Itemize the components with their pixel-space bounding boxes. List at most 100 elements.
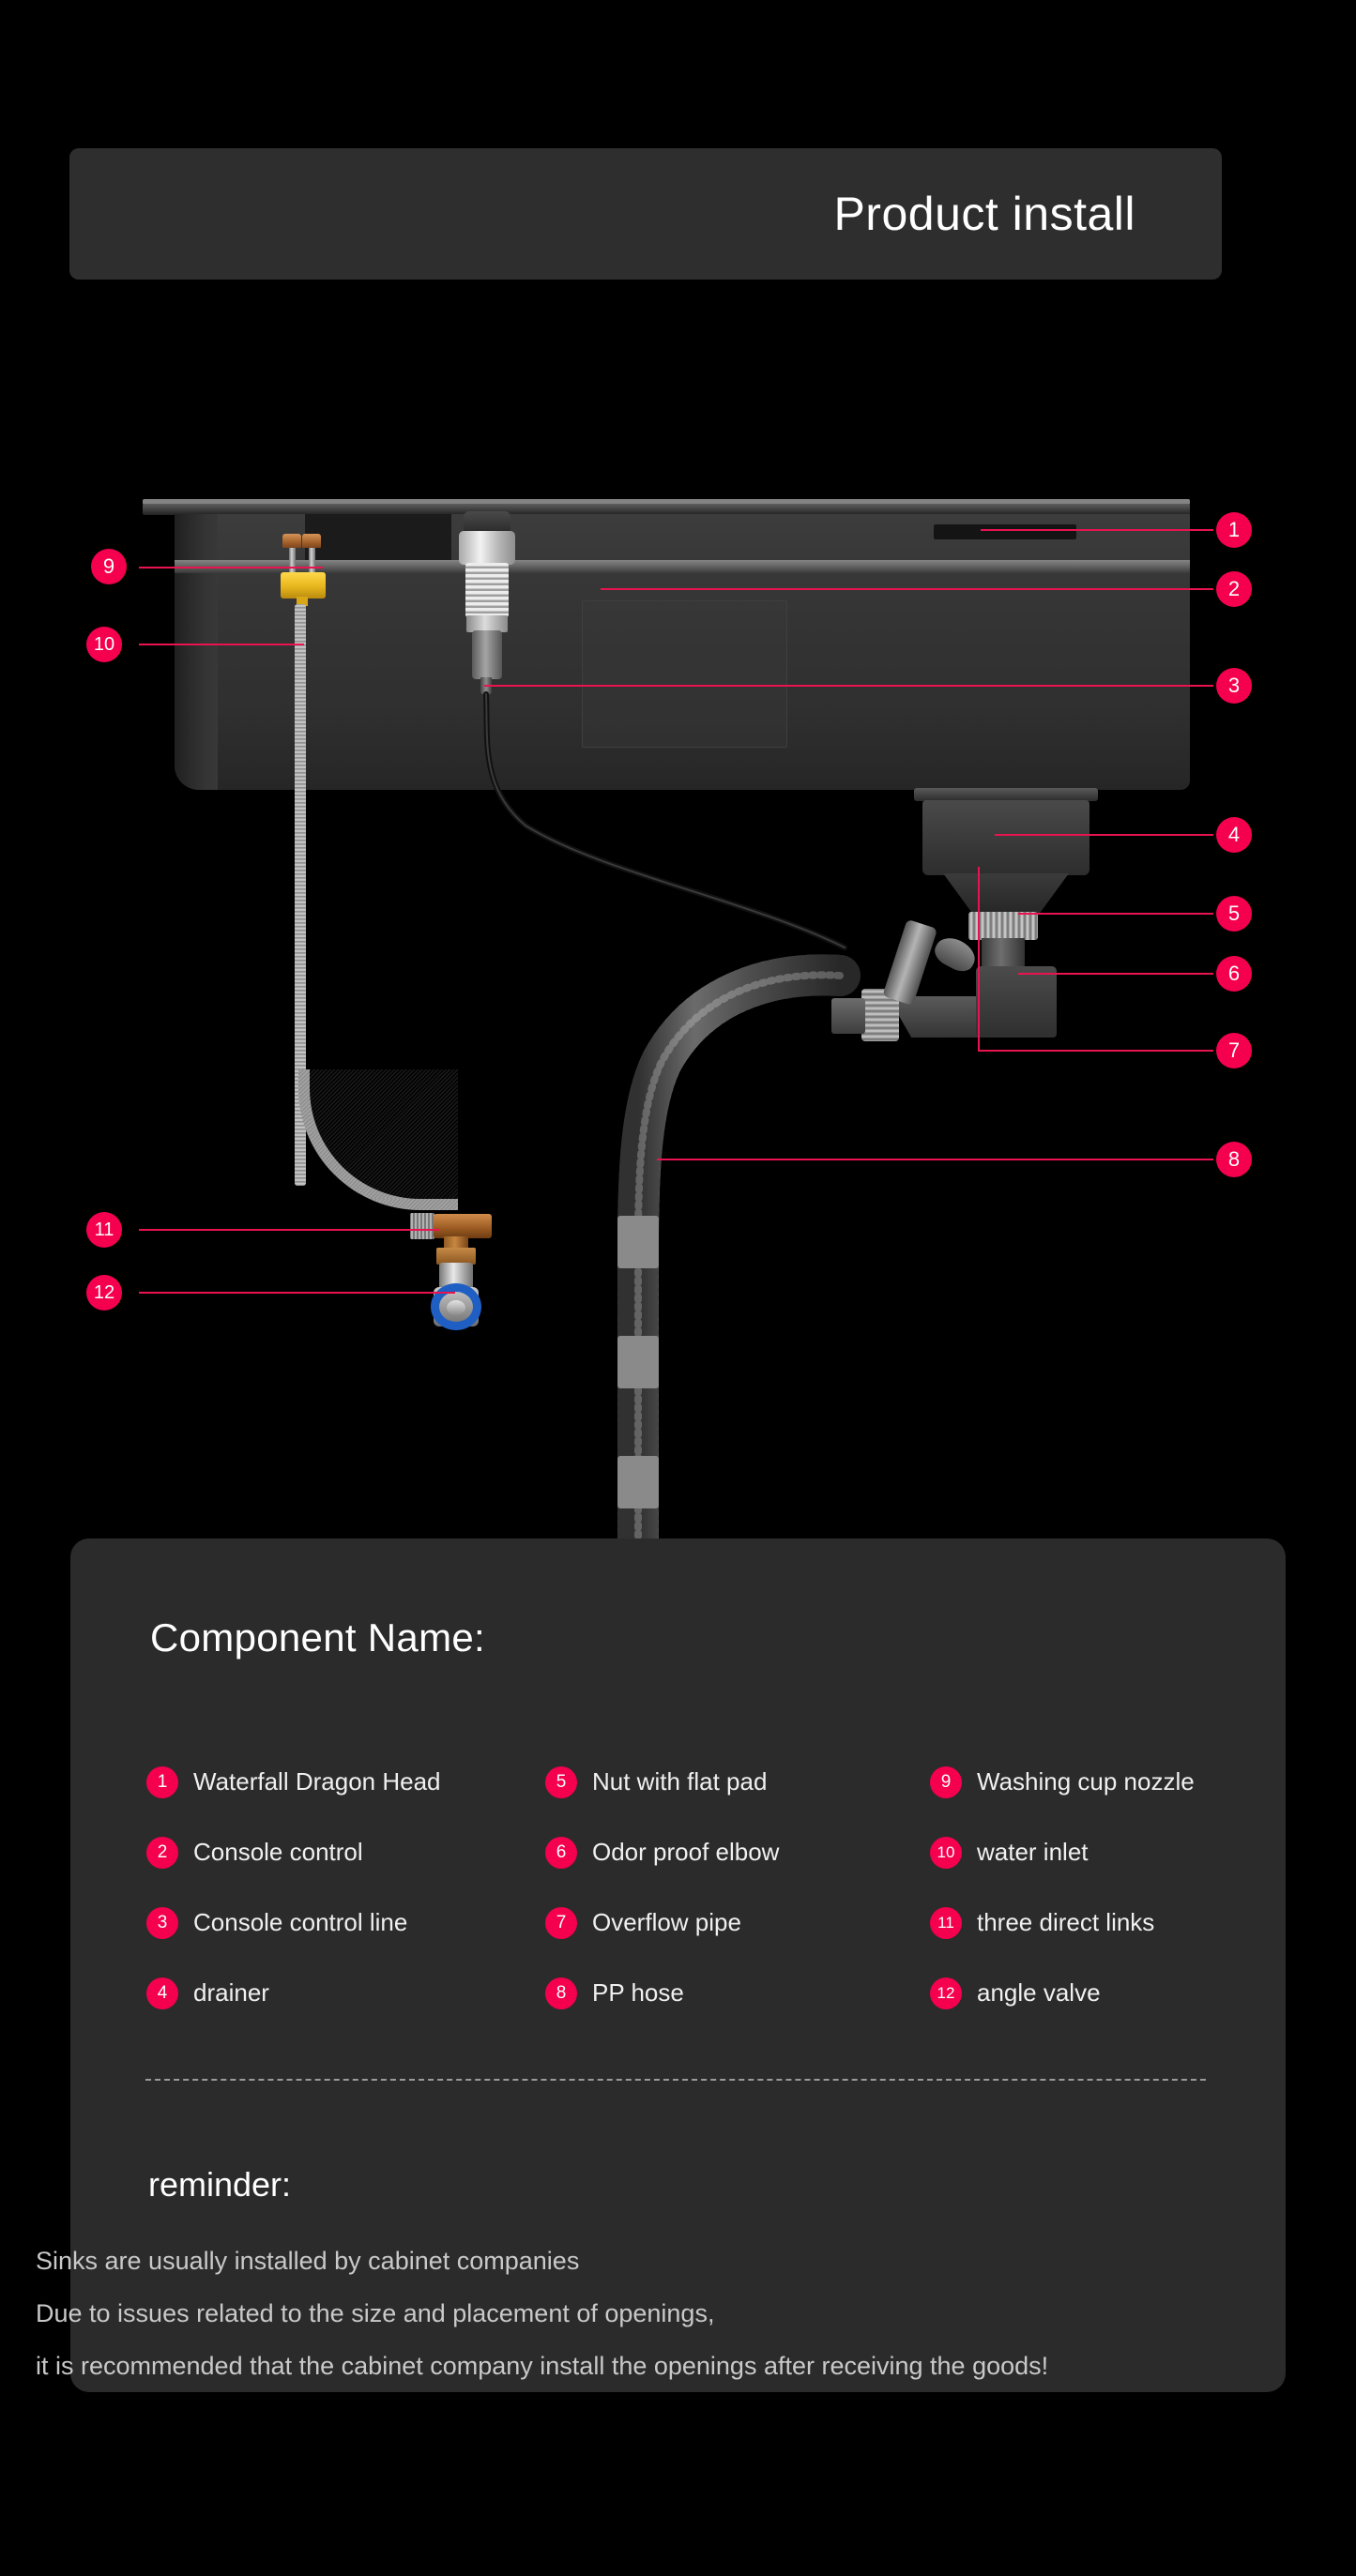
drainer-cone — [943, 873, 1069, 915]
console-control-collar — [459, 531, 515, 565]
angle-valve-handle — [431, 1283, 481, 1330]
legend-label-1: Waterfall Dragon Head — [193, 1767, 441, 1796]
leader-line-10 — [139, 644, 304, 645]
callout-badge-5[interactable]: 5 — [1216, 896, 1252, 932]
callout-badge-9[interactable]: 9 — [91, 549, 127, 584]
legend-label-10: water inlet — [977, 1838, 1089, 1866]
leader-line-9 — [139, 567, 323, 568]
sink-rim — [143, 504, 1190, 515]
sink-access-panel — [582, 600, 787, 748]
drainer-flange — [914, 788, 1098, 801]
legend-item-2[interactable]: 2 Console control — [146, 1836, 545, 1869]
legend-label-2: Console control — [193, 1838, 363, 1866]
legend-item-7[interactable]: 7 Overflow pipe — [545, 1906, 930, 1939]
washing-cup-nozzle-cap-left — [282, 534, 301, 548]
callout-badge-1[interactable]: 1 — [1216, 512, 1252, 548]
legend-badge-7: 7 — [545, 1906, 577, 1939]
legend-item-3[interactable]: 3 Console control line — [146, 1906, 545, 1939]
page-title: Product install — [833, 188, 1135, 240]
water-inlet-hose — [295, 604, 306, 1186]
drainer-basket — [922, 800, 1089, 875]
legend-badge-3: 3 — [146, 1906, 178, 1939]
legend-badge-9: 9 — [930, 1765, 962, 1798]
odor-proof-elbow-stub — [831, 998, 865, 1034]
washing-cup-nozzle-cap-right — [302, 534, 321, 548]
legend-label-7: Overflow pipe — [592, 1908, 741, 1936]
legend-badge-1: 1 — [146, 1765, 178, 1798]
callout-badge-10[interactable]: 10 — [86, 627, 122, 662]
callout-badge-6[interactable]: 6 — [1216, 956, 1252, 992]
legend-item-9[interactable]: 9 Washing cup nozzle — [930, 1765, 1282, 1798]
legend-label-3: Console control line — [193, 1908, 408, 1936]
callout-badge-3[interactable]: 3 — [1216, 668, 1252, 704]
three-direct-links-nut — [410, 1213, 434, 1239]
leader-line-6 — [1018, 973, 1213, 975]
legend-badge-8: 8 — [545, 1977, 577, 2009]
legend-label-9: Washing cup nozzle — [977, 1767, 1195, 1796]
legend-item-10[interactable]: 10 water inlet — [930, 1836, 1282, 1869]
drainer-neck — [982, 938, 1025, 970]
legend-label-8: PP hose — [592, 1978, 684, 2007]
component-name-heading: Component Name: — [150, 1615, 486, 1659]
reminder-body: Sinks are usually installed by cabinet c… — [36, 2235, 1349, 2392]
faucet-mount-slot — [934, 524, 1076, 539]
component-legend: 1 Waterfall Dragon Head 5 Nut with flat … — [146, 1747, 1282, 2028]
reminder-line-1: Sinks are usually installed by cabinet c… — [36, 2247, 580, 2275]
legend-badge-5: 5 — [545, 1765, 577, 1798]
legend-label-12: angle valve — [977, 1978, 1101, 2007]
leader-line-11 — [139, 1229, 439, 1231]
component-info-panel — [70, 1538, 1286, 2392]
leader-line-8 — [657, 1159, 1213, 1160]
header-banner: Product install — [69, 148, 1222, 280]
legend-badge-6: 6 — [545, 1836, 577, 1869]
callout-badge-12[interactable]: 12 — [86, 1275, 122, 1311]
leader-line-5 — [1018, 913, 1213, 915]
leader-line-12 — [139, 1292, 455, 1294]
overflow-pipe — [882, 918, 938, 1007]
water-inlet-hose-bend — [298, 1069, 458, 1210]
reminder-line-3: it is recommended that the cabinet compa… — [36, 2352, 1049, 2380]
legend-badge-10: 10 — [930, 1836, 962, 1869]
console-control-threads — [465, 563, 509, 617]
legend-item-4[interactable]: 4 drainer — [146, 1977, 545, 2009]
leader-line-7-vertical — [978, 867, 980, 1051]
legend-badge-11: 11 — [930, 1906, 962, 1939]
sink-notch — [305, 514, 451, 560]
washing-cup-nozzle-fitting — [281, 572, 326, 599]
leader-line-3 — [484, 685, 1213, 687]
section-divider — [145, 2079, 1206, 2081]
legend-item-12[interactable]: 12 angle valve — [930, 1977, 1282, 2009]
three-direct-links-lower-nut — [436, 1248, 476, 1265]
three-direct-links-body — [434, 1214, 492, 1238]
console-control-band — [466, 615, 508, 632]
callout-badge-2[interactable]: 2 — [1216, 571, 1252, 607]
legend-label-5: Nut with flat pad — [592, 1767, 768, 1796]
legend-item-8[interactable]: 8 PP hose — [545, 1977, 930, 2009]
leader-line-2 — [601, 588, 1213, 590]
sink-ledge — [175, 560, 1190, 573]
legend-label-4: drainer — [193, 1978, 269, 2007]
nut-with-flat-pad — [968, 912, 1038, 940]
console-control-top — [464, 511, 510, 532]
legend-item-11[interactable]: 11 three direct links — [930, 1906, 1282, 1939]
legend-badge-2: 2 — [146, 1836, 178, 1869]
leader-line-7 — [978, 1050, 1213, 1052]
reminder-line-2: Due to issues related to the size and pl… — [36, 2299, 715, 2327]
callout-badge-11[interactable]: 11 — [86, 1212, 122, 1248]
callout-badge-7[interactable]: 7 — [1216, 1033, 1252, 1068]
legend-item-6[interactable]: 6 Odor proof elbow — [545, 1836, 930, 1869]
callout-badge-4[interactable]: 4 — [1216, 817, 1252, 853]
legend-badge-4: 4 — [146, 1977, 178, 2009]
legend-item-1[interactable]: 1 Waterfall Dragon Head — [146, 1765, 545, 1798]
sink-body-left-edge — [175, 514, 218, 790]
legend-label-11: three direct links — [977, 1908, 1155, 1936]
sink-rim-highlight — [143, 499, 1190, 505]
leader-line-1 — [981, 529, 1213, 531]
callout-badge-8[interactable]: 8 — [1216, 1142, 1252, 1177]
legend-badge-12: 12 — [930, 1977, 962, 2009]
washing-cup-nozzle-stem-right — [309, 548, 315, 573]
reminder-heading: reminder: — [148, 2165, 292, 2204]
leader-line-4 — [995, 834, 1213, 836]
legend-label-6: Odor proof elbow — [592, 1838, 780, 1866]
legend-item-5[interactable]: 5 Nut with flat pad — [545, 1765, 930, 1798]
